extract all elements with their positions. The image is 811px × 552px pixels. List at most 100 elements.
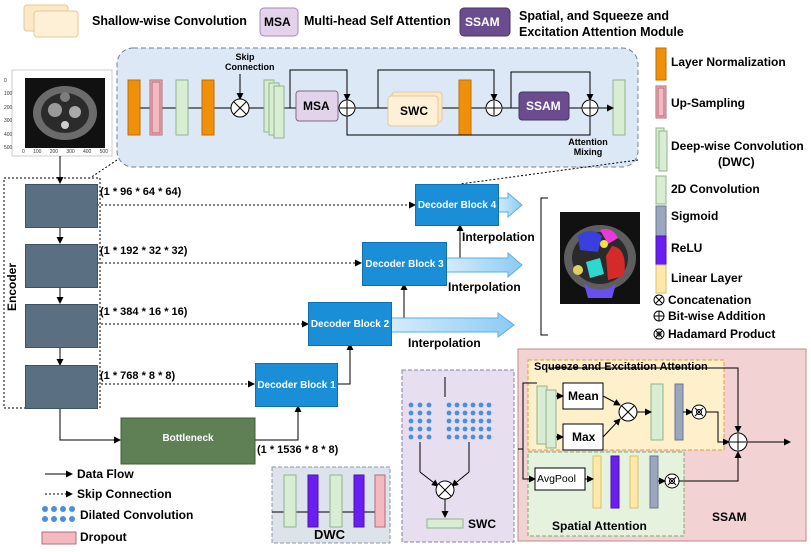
dropout-swatch <box>41 531 77 545</box>
mean-box <box>562 382 604 410</box>
swc-module-label: SWC <box>468 517 496 531</box>
interp-arrow-2 <box>389 312 515 338</box>
bottleneck-box <box>120 417 256 465</box>
interp-arrow-3 <box>444 251 523 279</box>
swc-front <box>387 95 439 127</box>
legend-shallow-label: Shallow-wise Convolution <box>92 14 247 28</box>
ct-x-tick: 100 <box>33 149 42 155</box>
legend-msa-label: Multi-head Self Attention <box>304 14 451 28</box>
ln-3 <box>458 79 472 136</box>
dim-stage-1: (1 * 96 * 64 * 64) <box>100 186 182 198</box>
legend-linear: Linear Layer <box>671 271 743 285</box>
residual-1 <box>289 69 351 108</box>
swatch-dwc-b <box>658 130 668 172</box>
ct-y-axis: 0 100 200 300 400 500 <box>4 75 12 155</box>
mean-label: Mean <box>568 389 599 403</box>
legend-data-flow: Data Flow <box>77 467 134 481</box>
msa-box <box>295 90 339 122</box>
legend-upsampling: Up-Sampling <box>671 96 745 110</box>
swatch-conv <box>655 175 667 205</box>
ct-y-tick: 300 <box>4 118 13 125</box>
legend-dilated: Dilated Convolution <box>80 508 194 522</box>
ct-y-tick: 0 <box>4 78 7 84</box>
decoder-block-2: Decoder Block 2 <box>308 302 392 346</box>
attn-label-line1: Attention <box>568 137 608 147</box>
encoder-stage-3 <box>25 304 98 348</box>
legend-layer-norm: Layer Normalization <box>671 55 786 69</box>
msa-legend-swatch <box>259 7 299 37</box>
bottleneck-label: Bottleneck <box>162 433 214 444</box>
legend-ssam-tag: SSAM <box>465 15 500 29</box>
legend-relu: ReLU <box>671 241 703 255</box>
swatch-ln <box>655 47 667 81</box>
legend-hadamard: Hadamard Product <box>668 327 776 341</box>
residual-2 <box>377 69 498 108</box>
ssam-module-label: SSAM <box>712 510 747 524</box>
interp-arrow-4 <box>496 191 523 219</box>
max-box <box>562 423 604 451</box>
max-label: Max <box>572 430 596 444</box>
residual-3 <box>510 71 594 108</box>
conv-out <box>612 79 626 136</box>
skip-connection-label: Skip Connection <box>225 52 275 72</box>
block-msa-label: MSA <box>303 99 330 113</box>
dwc-c <box>273 85 285 139</box>
legend-add: Bit-wise Addition <box>668 309 766 323</box>
se-title: Squeeze and Excitation Attention <box>534 361 708 373</box>
ct-y-tick: 500 <box>4 145 13 152</box>
legend-conv2d: 2D Convolution <box>671 182 760 196</box>
encoder-stage-1 <box>25 184 98 228</box>
shallow-swatch-front <box>33 10 79 38</box>
ct-x-tick: 400 <box>83 149 92 155</box>
swc-dots-left <box>408 402 432 440</box>
legend-sigmoid: Sigmoid <box>671 209 719 223</box>
attention-mixing-label: Attention Mixing <box>560 137 616 157</box>
ssam-legend-swatch <box>459 7 511 37</box>
encoder-stage-2 <box>25 244 98 288</box>
avgpool-label: AvgPool <box>537 473 576 485</box>
block-ssam-label: SSAM <box>526 99 561 113</box>
legend-skip: Skip Connection <box>77 487 172 501</box>
spatial-title: Spatial Attention <box>552 519 647 533</box>
ln-2 <box>201 79 215 136</box>
ct-x-tick: 0 <box>22 149 25 155</box>
swatch-up <box>655 85 667 119</box>
legend-ssam-line1: Spatial, and Squeeze and <box>519 9 670 23</box>
legend-ssam-line2: Excitation Attention Module <box>519 25 684 39</box>
ct-x-tick: 500 <box>99 149 108 155</box>
decoder-block-4: Decoder Block 4 <box>415 184 499 226</box>
interpolation-label-3: Interpolation <box>448 280 521 294</box>
legend-dwc-line1: Deep-wise Convolution <box>671 139 804 153</box>
funnel-left <box>89 159 118 179</box>
decoder-block-3: Decoder Block 3 <box>362 242 447 286</box>
ct-y-tick: 400 <box>4 131 13 138</box>
ct-x-tick: 300 <box>66 149 75 155</box>
ct-x-axis: 0 100 200 300 400 500 <box>22 149 108 155</box>
encoder-label: Encoder <box>5 263 19 312</box>
swc-dots-right <box>446 402 492 440</box>
decoder-block-1: Decoder Block 1 <box>255 363 338 407</box>
bottleneck-dim: (1 * 1536 * 8 * 8) <box>257 444 339 456</box>
ct-x-tick: 200 <box>49 149 59 155</box>
dim-stage-4: (1 * 768 * 8 * 8) <box>100 370 176 382</box>
ct-y-tick: 100 <box>4 91 13 98</box>
legend-dwc-line2: (DWC) <box>718 155 755 169</box>
dim-stage-2: (1 * 192 * 32 * 32) <box>100 245 188 257</box>
attn-label-line2: Mixing <box>573 147 603 157</box>
swatch-relu <box>655 235 667 267</box>
block-swc-label: SWC <box>400 104 428 118</box>
legend-dropout: Dropout <box>80 530 127 544</box>
legend-msa-tag: MSA <box>264 15 291 29</box>
dim-stage-3: (1 * 384 * 16 * 16) <box>100 306 188 318</box>
encoder-stage-4 <box>25 365 98 409</box>
interpolation-label-2: Interpolation <box>408 336 481 350</box>
conv-1 <box>175 79 189 136</box>
swatch-sigmoid <box>655 205 667 237</box>
upsample-1 <box>149 79 163 136</box>
ct-y-tick: 200 <box>4 104 13 111</box>
interpolation-label-4: Interpolation <box>462 230 535 244</box>
skip-label-line2: Connection <box>225 62 275 72</box>
swc-module <box>401 369 515 543</box>
skip-label-line1: Skip <box>235 52 255 62</box>
